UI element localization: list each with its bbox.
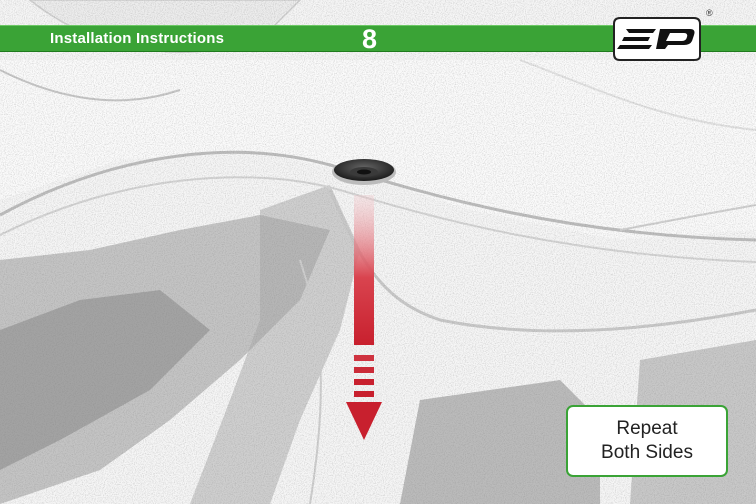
push-rivet-clip-icon <box>332 159 396 185</box>
registered-mark: ® <box>706 8 713 18</box>
repeat-note-callout: Repeat Both Sides <box>566 405 728 477</box>
ep-logo <box>612 12 702 62</box>
note-line-1: Repeat <box>568 417 726 441</box>
header-title: Installation Instructions <box>50 30 224 47</box>
note-line-2: Both Sides <box>568 441 726 465</box>
page-number: 8 <box>362 24 377 55</box>
